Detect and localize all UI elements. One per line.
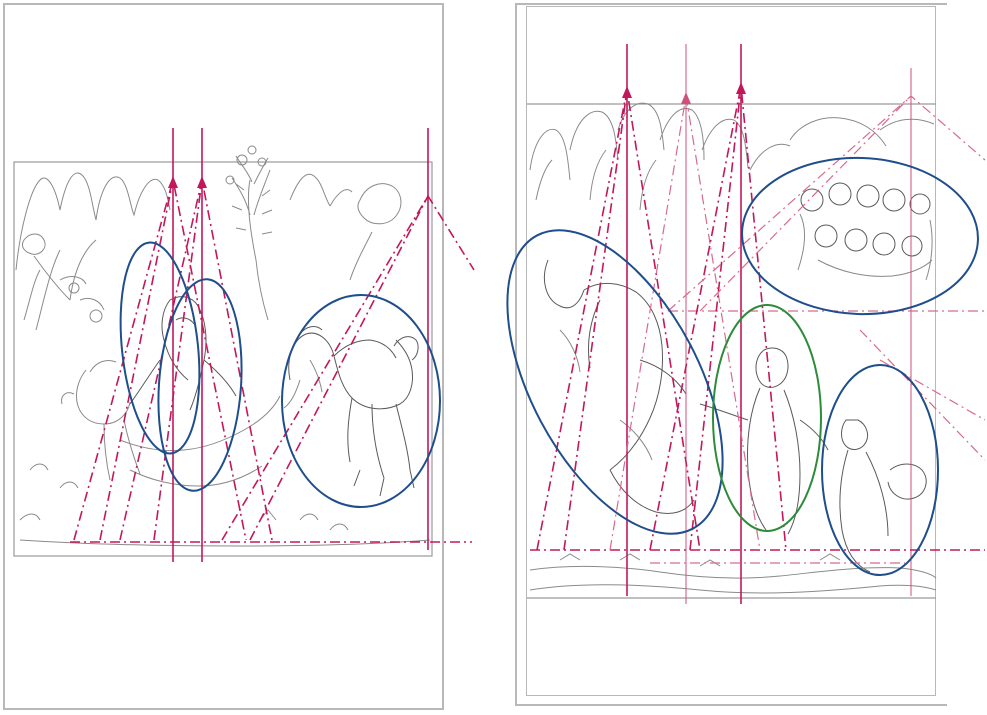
left-tree <box>231 155 273 321</box>
left-oval-horse <box>281 294 441 508</box>
left-oval-rider <box>119 241 201 455</box>
right-arrowhead-2 <box>681 92 691 104</box>
right-central-figure <box>699 347 829 535</box>
right-ground <box>529 565 937 594</box>
right-arrowhead-3 <box>736 82 746 94</box>
left-arrowhead-1 <box>168 176 178 188</box>
right-arrowhead-1 <box>622 86 632 98</box>
left-guide-lines <box>70 128 475 562</box>
left-arrowhead-2 <box>197 176 207 188</box>
right-panel-frame <box>515 3 947 706</box>
left-oval-figure <box>157 278 243 492</box>
left-horse <box>288 326 419 497</box>
right-panel-inner-frame <box>526 6 936 696</box>
right-guide-lines <box>530 44 986 604</box>
left-picture-frame <box>13 161 433 557</box>
left-flower-right <box>349 183 402 281</box>
right-oval-figure-bowl <box>821 364 939 576</box>
left-mountains <box>15 172 171 271</box>
right-crowd <box>797 182 933 281</box>
left-rider <box>129 296 237 411</box>
right-figure-bowl <box>839 419 927 573</box>
left-panel-frame <box>3 3 444 710</box>
right-illustration <box>506 44 986 604</box>
left-illustration <box>13 128 475 562</box>
right-oval-horse <box>506 229 724 535</box>
right-horse <box>544 259 695 514</box>
right-rocks <box>529 102 791 181</box>
right-oval-crowd <box>741 156 979 316</box>
right-oval-central-figure <box>712 304 822 532</box>
